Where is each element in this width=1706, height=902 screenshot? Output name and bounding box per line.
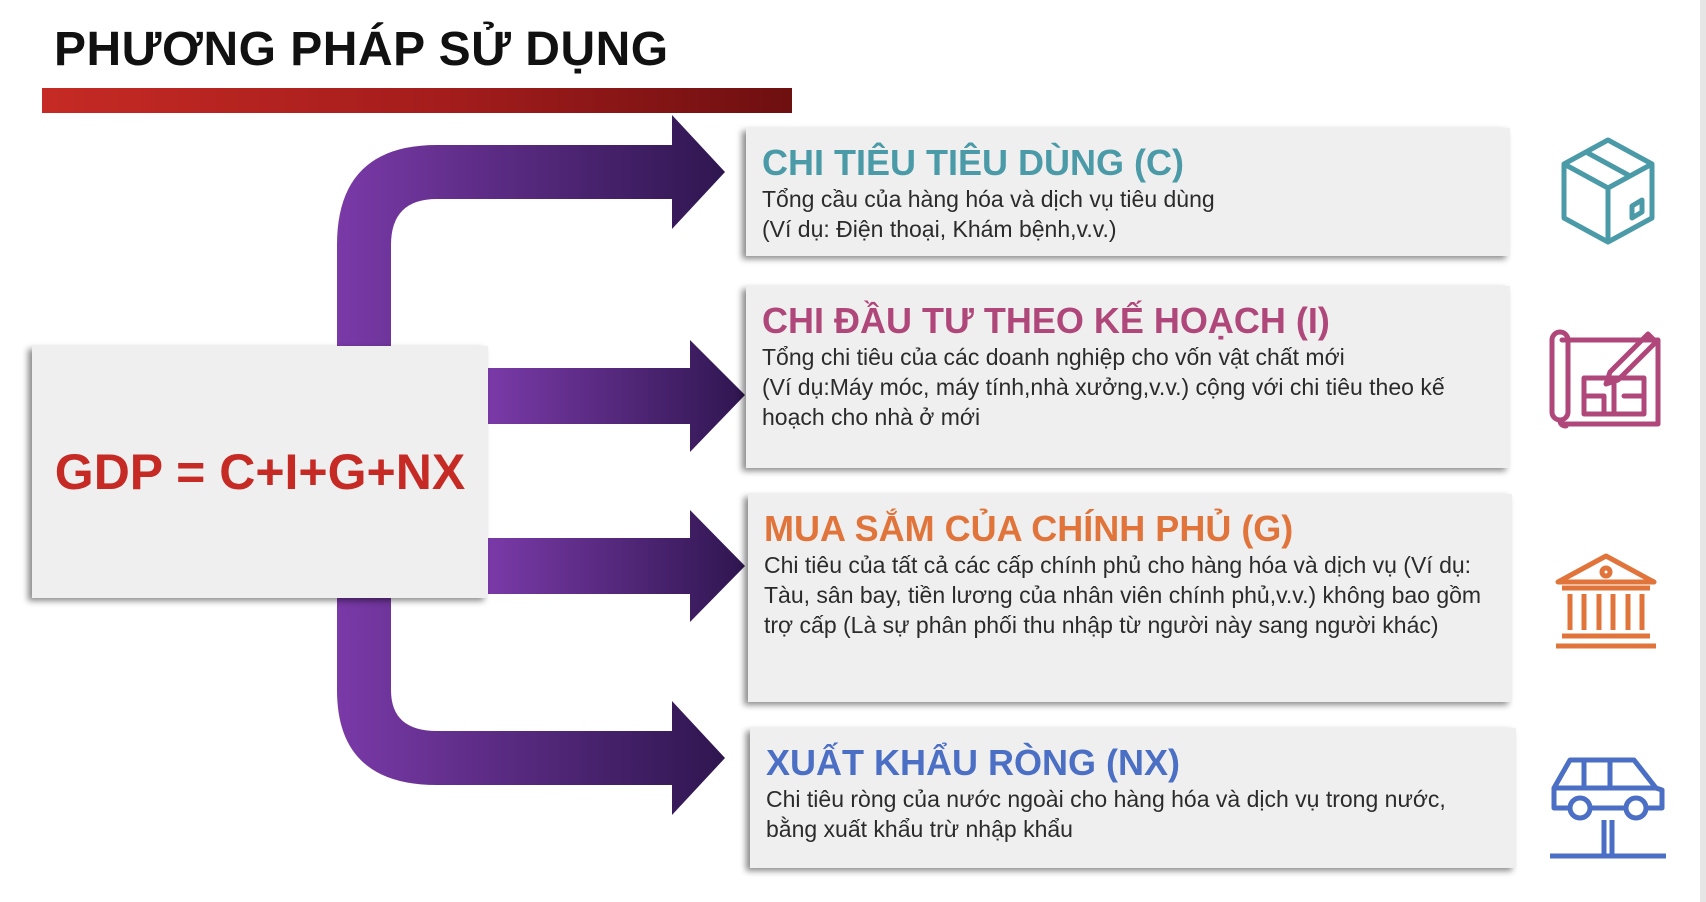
blueprint-icon <box>1549 329 1661 429</box>
component-description: Tổng cầu của hàng hóa và dịch vụ tiêu dù… <box>762 186 1215 212</box>
component-title: XUẤT KHẨU RÒNG (NX) <box>766 742 1180 783</box>
gdp-formula-box: GDP = C+I+G+NX <box>32 346 488 598</box>
arrow-to-government <box>488 510 745 622</box>
component-description: Tổng chi tiêu của các doanh nghiệp cho v… <box>762 344 1345 370</box>
box-icon <box>1561 137 1655 245</box>
component-title: MUA SẮM CỦA CHÍNH PHỦ (G) <box>764 508 1294 549</box>
arrow-to-net-exports <box>337 598 725 815</box>
gdp-formula: GDP = C+I+G+NX <box>54 444 466 500</box>
government-building-icon <box>1555 553 1657 649</box>
component-card-investment: CHI ĐẦU TƯ THEO KẾ HOẠCH (I) Tổng chi ti… <box>746 286 1510 468</box>
title-underline-bar <box>42 88 792 113</box>
slide-edge <box>1700 0 1706 902</box>
component-description: Chi tiêu của tất cả các cấp chính phủ ch… <box>764 552 1482 638</box>
component-example: (Ví dụ:Máy móc, máy tính,nhà xưởng,v.v.)… <box>762 374 1445 430</box>
page-title: PHƯƠNG PHÁP SỬ DỤNG <box>54 23 669 76</box>
component-card-net-exports: XUẤT KHẨU RÒNG (NX) Chi tiêu ròng của nư… <box>750 728 1516 868</box>
component-title: CHI ĐẦU TƯ THEO KẾ HOẠCH (I) <box>762 300 1330 341</box>
component-card-government: MUA SẮM CỦA CHÍNH PHỦ (G) Chi tiêu của t… <box>748 494 1512 702</box>
arrow-to-investment <box>488 340 745 452</box>
car-lift-icon <box>1550 757 1666 859</box>
component-description: Chi tiêu ròng của nước ngoài cho hàng hó… <box>766 786 1446 842</box>
component-example: (Ví dụ: Điện thoại, Khám bệnh,v.v.) <box>762 216 1117 242</box>
component-card-consumption: CHI TIÊU TIÊU DÙNG (C) Tổng cầu của hàng… <box>746 128 1510 256</box>
component-title: CHI TIÊU TIÊU DÙNG (C) <box>762 142 1184 183</box>
arrow-to-consumption <box>337 115 725 346</box>
